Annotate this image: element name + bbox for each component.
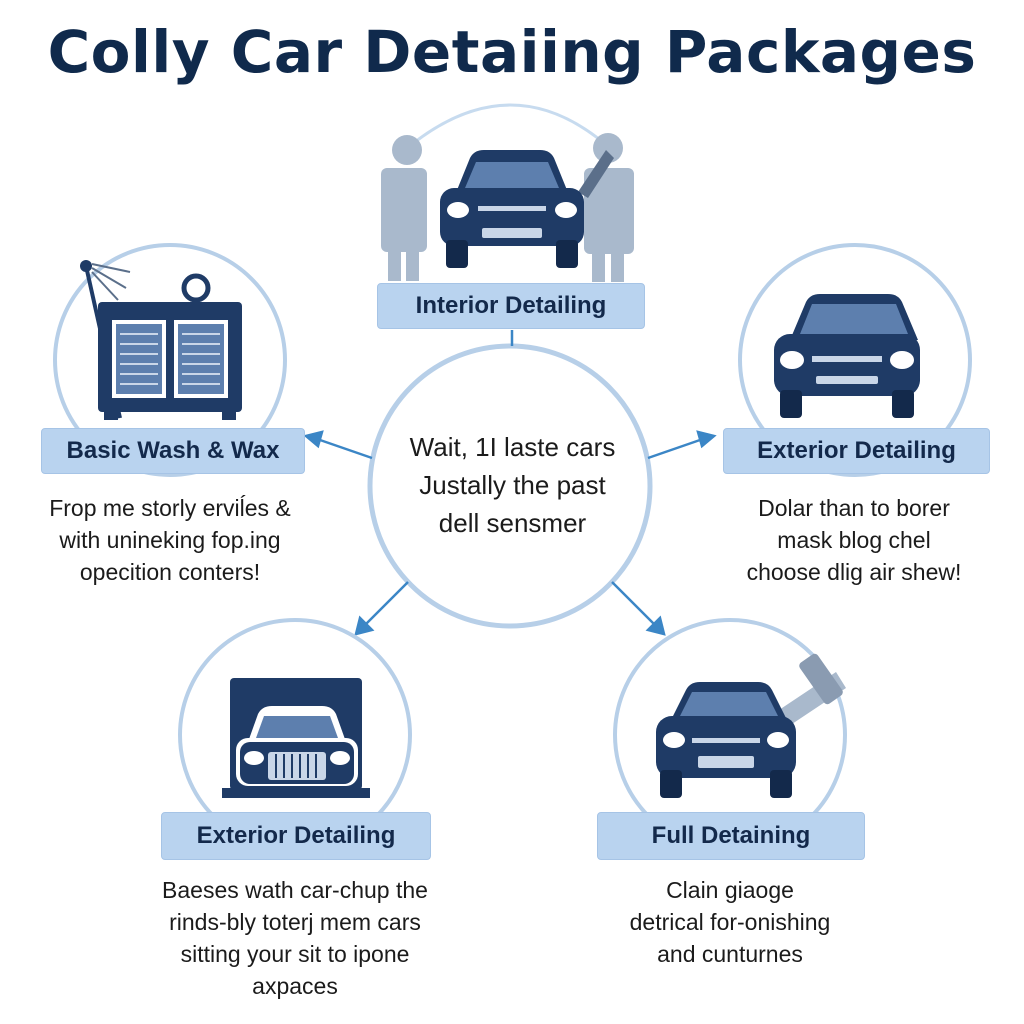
- top-connector-arc: [404, 103, 614, 152]
- description-line: sitting your sit to ipone: [180, 941, 410, 967]
- description-line: choose dlig air shew!: [746, 559, 962, 585]
- description-line: and cunturnes: [657, 941, 803, 967]
- exterior-detailing-2-description: Baeses wath car-chup the rinds-bly toter…: [120, 874, 470, 1002]
- exterior-detailing-description: Dolar than to borer mask blog chel choos…: [694, 492, 1014, 588]
- car-in-garage-icon: [222, 678, 370, 798]
- description-line: rinds-bly toterj mem cars: [169, 909, 421, 935]
- page-title: Colly Car Detaiing Packages: [47, 18, 977, 86]
- center-text: Wait, 1I laste cars Justally the past de…: [380, 428, 645, 542]
- description-line: with unineking fop.ing: [59, 527, 281, 553]
- full-detailing-description: Clain giaoge detrical for-onishing and c…: [570, 874, 890, 970]
- description-line: detrical for-onishing: [629, 909, 831, 935]
- interior-detailing-label: Interior Detailing: [377, 283, 645, 329]
- description-line: Clain giaoge: [666, 877, 794, 903]
- two-people-with-car-icon: [381, 133, 634, 282]
- basic-wash-description: Frop me storly erviĺes & with unineking…: [10, 492, 330, 588]
- description-line: Dolar than to borer: [758, 495, 950, 521]
- connector-arrows: [303, 330, 717, 636]
- arrow-right-icon: [696, 430, 717, 449]
- center-text-line: Wait, 1I laste cars: [409, 432, 616, 462]
- arrow-down-right-icon: [645, 615, 666, 636]
- description-line: axpaces: [252, 973, 338, 999]
- exterior-detailing-label: Exterior Detailing: [723, 428, 990, 474]
- description-line: opecition conters!: [79, 559, 261, 585]
- center-text-line: Justally the past: [419, 470, 606, 500]
- car-with-polisher-icon: [656, 653, 846, 798]
- car-front-icon: [774, 294, 920, 418]
- arrow-down-left-icon: [354, 615, 375, 636]
- full-detailing-label: Full Detaining: [597, 812, 865, 860]
- description-line: mask blog chel: [777, 527, 931, 553]
- center-circle: [367, 343, 653, 629]
- description-line: Baeses wath car-chup the: [162, 877, 428, 903]
- washing-machine-icon: [80, 260, 242, 420]
- description-line: Frop me storly erviĺes &: [49, 495, 291, 521]
- exterior-detailing-2-label: Exterior Detailing: [161, 812, 431, 860]
- basic-wash-label: Basic Wash & Wax: [41, 428, 305, 474]
- arrow-left-icon: [303, 430, 324, 449]
- center-text-line: dell sensmer: [438, 508, 587, 538]
